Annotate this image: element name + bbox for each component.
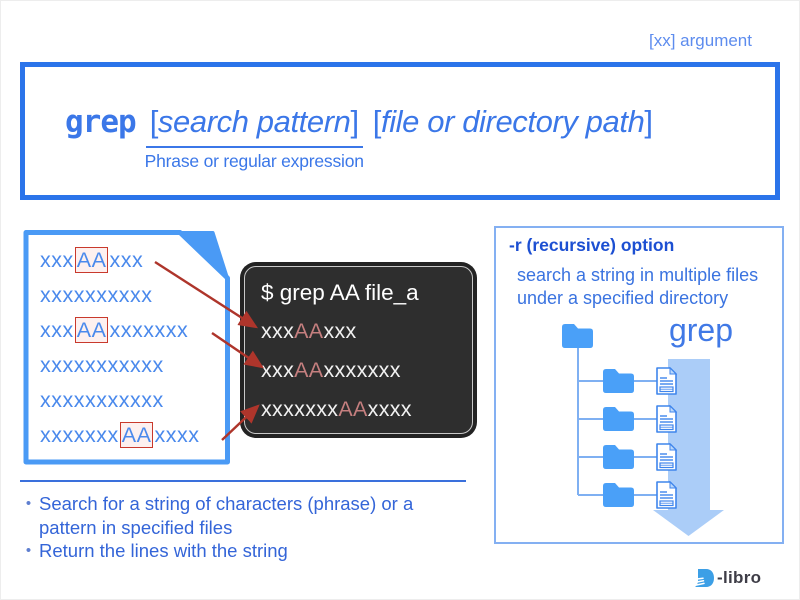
matched-string: AA [74, 247, 109, 273]
text-line: xxxAAxxx [261, 319, 357, 343]
search-pattern-note: Phrase or regular expression [144, 151, 364, 171]
list-item: • Return the lines with the string [18, 539, 470, 563]
text-line: xxxxxxxxxxx [40, 388, 164, 412]
grep-label: grep [668, 312, 734, 348]
file-icon [656, 481, 677, 509]
path-argument: [file or directory path] [373, 104, 653, 140]
syntax-box: grep [search pattern] Phrase or regular … [20, 62, 780, 200]
bracket-open: [ [149, 104, 159, 139]
dlibro-logo-text: -libro [717, 568, 762, 587]
section-divider [20, 480, 466, 482]
text-line: xxxxxxxxxx [40, 283, 153, 307]
terminal-output-lines: xxxAAxxx xxxAAxxxxxxx xxxxxxxAAxxxx [261, 312, 464, 429]
file-icon [656, 443, 677, 471]
recursive-option-description: search a string in multiple files under … [517, 264, 758, 310]
matched-string: AA [338, 397, 368, 421]
recursive-option-panel: -r (recursive) option search a string in… [494, 226, 784, 544]
matched-string: AA [294, 358, 324, 382]
dlibro-logo: -libro [693, 567, 761, 589]
folder-icon [603, 369, 634, 393]
search-pattern-word: search pattern [157, 104, 351, 139]
search-pattern-text: [search pattern] [145, 104, 363, 148]
grep-scan-arrow [653, 359, 724, 536]
notes-list: • Search for a string of characters (phr… [18, 492, 470, 563]
argument-legend-label: [xx] argument [649, 31, 752, 50]
root-folder-icon [562, 324, 593, 348]
bracket-close: ] [644, 104, 653, 139]
directory-tree-diagram [562, 324, 724, 536]
recursive-option-title: -r (recursive) option [509, 235, 675, 255]
bullet-dot: • [25, 495, 32, 512]
matched-string: AA [119, 422, 154, 448]
bracket-open: [ [372, 104, 382, 139]
matched-string: AA [294, 319, 324, 343]
list-item: • Search for a string of characters (phr… [18, 492, 470, 539]
path-argument-word: file or directory path [380, 104, 645, 139]
note-text: Search for a string of characters (phras… [39, 493, 414, 538]
terminal-command: $ grep AA file_a [261, 280, 419, 305]
bullet-dot: • [25, 542, 32, 559]
search-pattern-argument: [search pattern] Phrase or regular expre… [145, 104, 364, 172]
matched-string: AA [74, 317, 109, 343]
note-text: Return the lines with the string [39, 540, 288, 561]
dlibro-logo-icon [694, 569, 714, 587]
text-line: xxxAAxxxxxxx [261, 358, 401, 382]
folder-icon [603, 407, 634, 431]
file-icon [656, 405, 677, 433]
tree-connectors [577, 348, 660, 496]
text-line: xxxxxxxxxxx [40, 353, 164, 377]
description-line: search a string in multiple files [517, 265, 759, 285]
bracket-close: ] [350, 104, 360, 139]
grep-command: grep [65, 104, 137, 140]
text-line: xxxxxxxAAxxxx [261, 397, 412, 421]
syntax-line: grep [search pattern] Phrase or regular … [65, 104, 653, 172]
description-line: under a specified directory [517, 288, 729, 308]
folder-icon [603, 483, 634, 507]
folder-icon [603, 445, 634, 469]
file-icon [656, 367, 677, 395]
